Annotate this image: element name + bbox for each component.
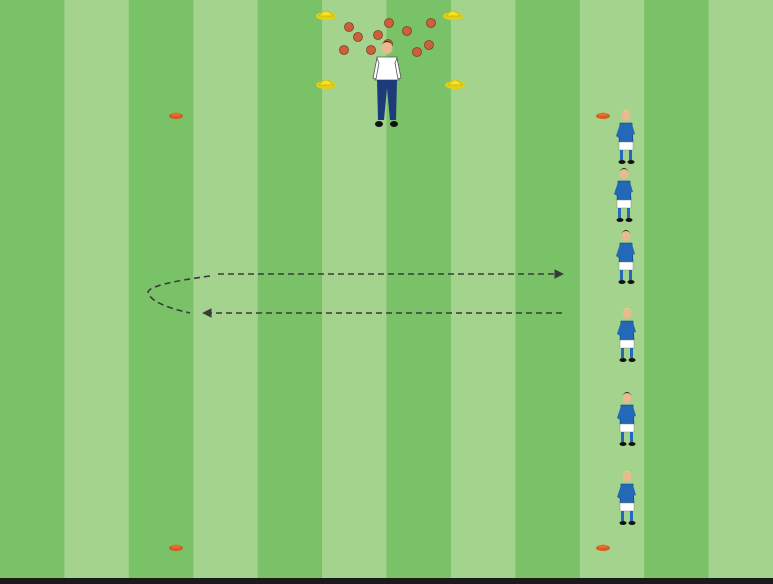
pitch-stripe [515, 0, 580, 578]
ball [367, 46, 376, 55]
pitch-stripe [193, 0, 258, 578]
ball [427, 19, 436, 28]
pitch-bottom-border [0, 578, 773, 584]
ball [340, 46, 349, 55]
ball [425, 41, 434, 50]
pitch-stripe [644, 0, 709, 578]
ball [374, 31, 383, 40]
ball [345, 23, 354, 32]
pitch-stripe [709, 0, 773, 578]
ball [413, 48, 422, 57]
pitch-stripe [258, 0, 323, 578]
pitch-stripe [580, 0, 645, 578]
ball [385, 19, 394, 28]
pitch-stripe [64, 0, 129, 578]
ball [403, 27, 412, 36]
pitch-stripe [0, 0, 65, 578]
pitch-stripe [129, 0, 194, 578]
ball [354, 33, 363, 42]
